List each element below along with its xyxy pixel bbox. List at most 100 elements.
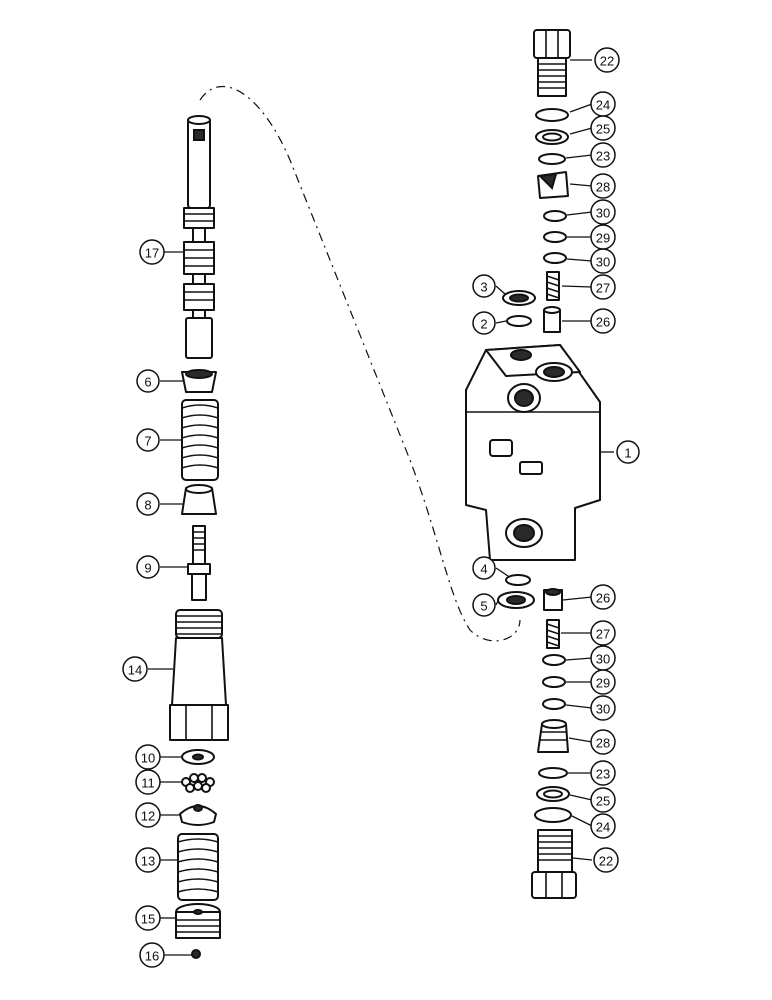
callout-number: 17 — [145, 246, 159, 261]
callout-c29-bot: 29 — [590, 669, 616, 695]
callout-circle — [590, 199, 616, 225]
callout-circle — [472, 311, 496, 335]
callout-c23-top: 23 — [590, 142, 616, 168]
part-5-seal-retainer — [497, 591, 535, 609]
callout-circle — [135, 905, 161, 931]
callout-circle — [590, 142, 616, 168]
part-1-valve-body — [465, 344, 601, 561]
callout-c12: 12 — [135, 802, 161, 828]
part-10-washer — [181, 749, 215, 765]
callout-number: 10 — [141, 751, 155, 766]
callout-circle — [590, 813, 616, 839]
callout-number: 27 — [596, 627, 610, 642]
callout-circle — [136, 492, 160, 516]
callout-circle — [590, 308, 616, 334]
callout-circle — [590, 248, 616, 274]
part-29-top-ring — [543, 231, 567, 243]
callout-circle — [590, 669, 616, 695]
leader-lines — [148, 59, 614, 956]
part-22-top-plug — [533, 29, 571, 97]
callout-circle — [590, 760, 616, 786]
callout-number: 29 — [596, 676, 610, 691]
part-24-bottom-oring — [534, 807, 572, 823]
part-25-top-backup — [535, 129, 569, 145]
callout-c30-c: 30 — [590, 645, 616, 671]
callout-number: 3 — [480, 280, 487, 295]
callout-circle — [136, 369, 160, 393]
part-13-spring — [177, 833, 219, 901]
part-23-bottom-oring — [538, 767, 568, 779]
callout-number: 11 — [141, 776, 155, 791]
part-8-retainer — [181, 484, 217, 515]
callout-number: 9 — [144, 561, 151, 576]
part-15-plug — [175, 903, 221, 939]
callout-c17: 17 — [139, 239, 165, 265]
callout-c13: 13 — [135, 847, 161, 873]
callout-number: 25 — [596, 122, 610, 137]
callout-circle — [135, 744, 161, 770]
callout-circle — [590, 584, 616, 610]
callout-number: 29 — [596, 231, 610, 246]
callout-circle — [590, 695, 616, 721]
part-11-balls — [181, 773, 215, 793]
part-25-bottom-backup — [536, 786, 570, 802]
part-28-bottom-poppet — [537, 719, 569, 753]
callout-c11: 11 — [135, 769, 161, 795]
callout-c28-bot: 28 — [590, 729, 616, 755]
callout-circle — [593, 847, 619, 873]
part-23-top-oring — [538, 153, 566, 165]
callout-circle — [590, 173, 616, 199]
callout-c27-bot: 27 — [590, 620, 616, 646]
callout-circle — [135, 769, 161, 795]
callout-number: 27 — [596, 281, 610, 296]
callout-number: 2 — [480, 317, 487, 332]
callout-number: 30 — [596, 255, 610, 270]
callout-c3: 3 — [472, 274, 496, 298]
callout-number: 23 — [596, 149, 610, 164]
callout-circle — [139, 942, 165, 968]
callout-number: 28 — [596, 180, 610, 195]
callout-circle — [136, 555, 160, 579]
callout-circle — [122, 656, 148, 682]
callout-c24-bot: 24 — [590, 813, 616, 839]
callout-circle — [135, 802, 161, 828]
callout-c25-top: 25 — [590, 115, 616, 141]
callout-number: 24 — [596, 98, 610, 113]
callout-circle — [590, 620, 616, 646]
callout-circle — [590, 787, 616, 813]
callout-number: 1 — [624, 446, 631, 461]
callout-c29-top: 29 — [590, 224, 616, 250]
callout-number: 4 — [480, 562, 487, 577]
callout-circle — [139, 239, 165, 265]
callout-number: 30 — [596, 652, 610, 667]
callout-c5: 5 — [472, 593, 496, 617]
callout-circle — [472, 593, 496, 617]
callout-c16: 16 — [139, 942, 165, 968]
callout-c27-top: 27 — [590, 274, 616, 300]
callout-number: 14 — [128, 663, 142, 678]
callout-c22-bot: 22 — [593, 847, 619, 873]
callout-circle — [590, 729, 616, 755]
callout-circle — [472, 274, 496, 298]
callout-number: 13 — [141, 854, 155, 869]
part-24-top-oring — [535, 108, 569, 122]
callout-number: 24 — [596, 820, 610, 835]
callout-number: 30 — [596, 702, 610, 717]
part-14-cap — [169, 609, 229, 741]
callout-c9: 9 — [136, 555, 160, 579]
callout-number: 23 — [596, 767, 610, 782]
part-6-retainer — [181, 369, 217, 393]
callout-c26-bot: 26 — [590, 584, 616, 610]
part-7-spring — [181, 399, 219, 481]
callout-c8: 8 — [136, 492, 160, 516]
part-27-top-spring — [546, 271, 560, 301]
callout-number: 7 — [144, 434, 151, 449]
callout-circle — [135, 847, 161, 873]
callout-number: 22 — [600, 54, 614, 69]
part-4-oring — [505, 574, 531, 586]
callout-c15: 15 — [135, 905, 161, 931]
part-9-bolt — [187, 525, 211, 601]
callout-number: 6 — [144, 375, 151, 390]
